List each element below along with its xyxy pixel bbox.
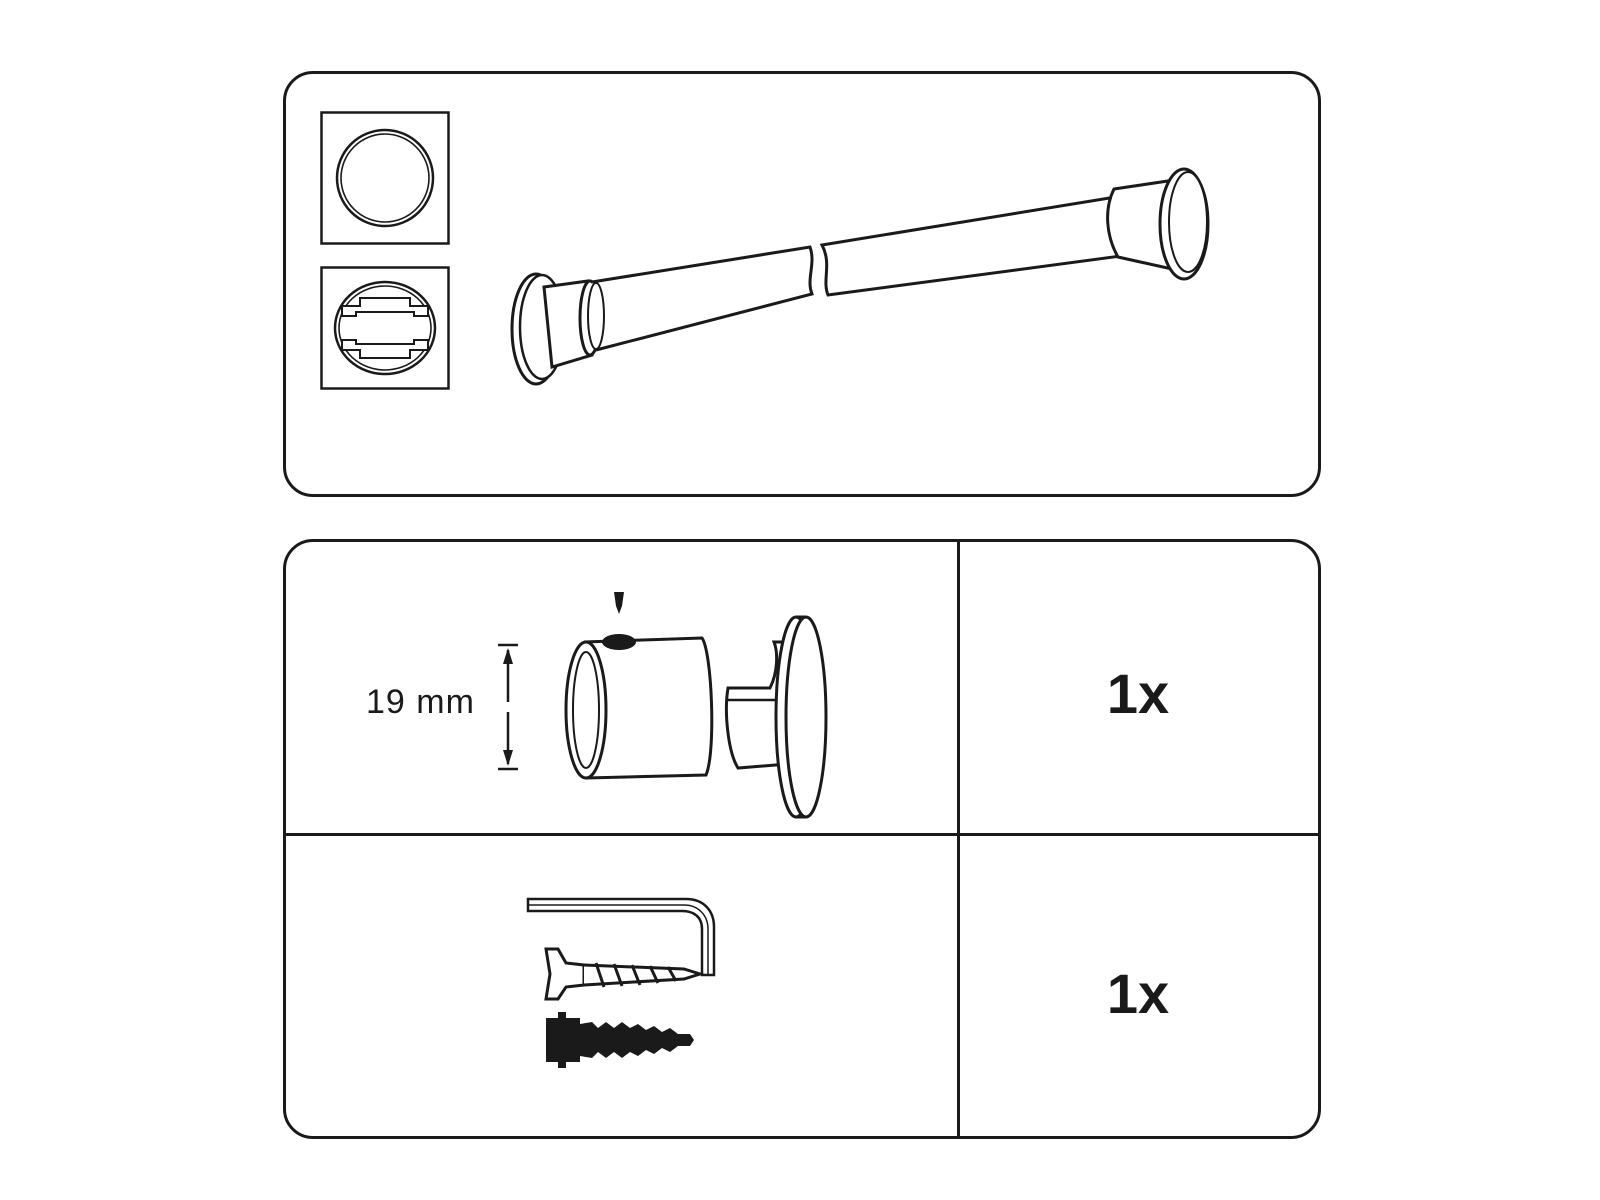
parts-list-panel: 19 mm 1x 1x	[283, 539, 1321, 1139]
round-rod-profile-icon	[320, 111, 450, 245]
rail-profile-icon	[320, 266, 450, 390]
extendable-rod-icon	[510, 167, 1210, 386]
wall-plug-icon	[546, 1012, 694, 1068]
column-divider	[957, 542, 960, 1136]
dimension-arrow-icon	[498, 643, 518, 771]
row-divider	[286, 833, 1318, 836]
rod-overview-panel	[283, 71, 1321, 497]
wall-bracket-icon	[564, 592, 828, 819]
hex-key-icon	[526, 897, 716, 977]
diameter-label: 19 mm	[366, 683, 475, 721]
bracket-quantity: 1x	[1106, 662, 1170, 725]
hardware-quantity: 1x	[1106, 962, 1170, 1025]
screw-icon	[544, 947, 706, 1001]
